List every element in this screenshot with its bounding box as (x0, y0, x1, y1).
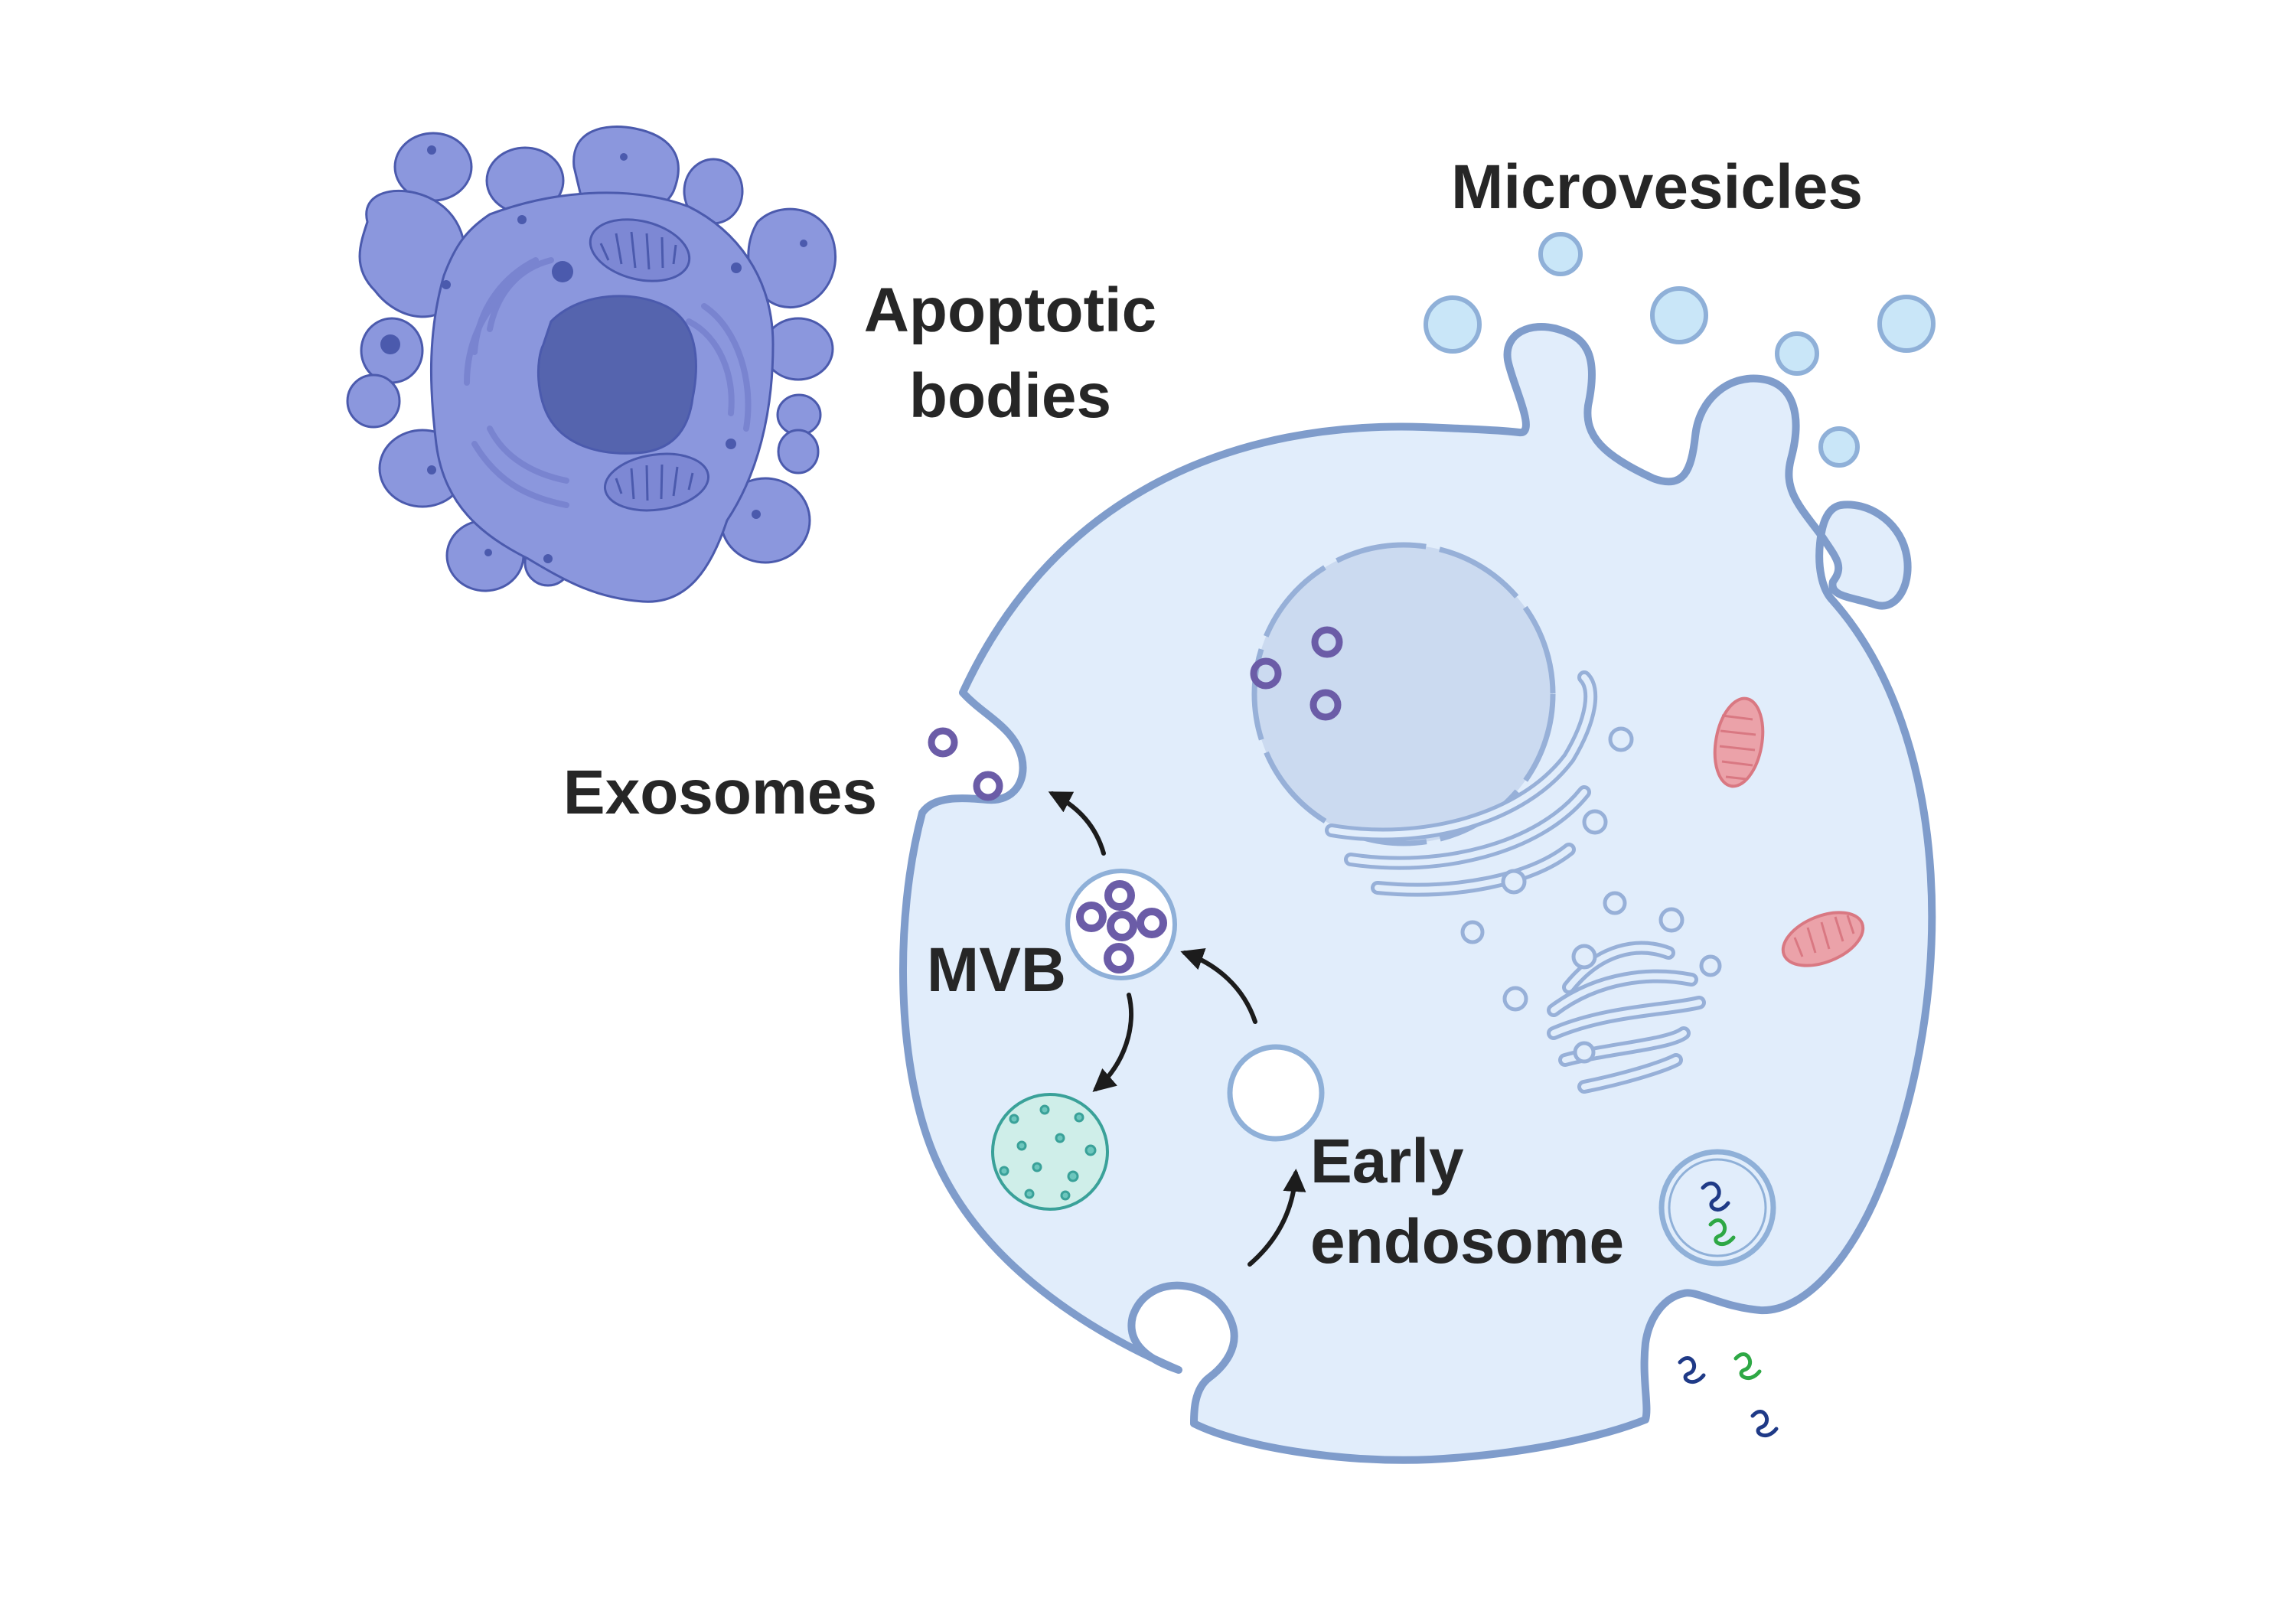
dna-vesicle (1658, 1149, 1776, 1267)
apoptotic-bleb (762, 317, 834, 381)
microvesicle (1424, 295, 1482, 354)
apoptotic-mitochondrion (589, 218, 691, 282)
apoptotic-bleb (776, 393, 822, 436)
microvesicle (1538, 232, 1583, 276)
golgi-vesicle (1571, 944, 1597, 970)
mitochondrion (1781, 911, 1865, 967)
dna-strand (1708, 1218, 1736, 1247)
golgi-vesicle (1699, 954, 1722, 977)
nuclear-vesicle (1311, 626, 1343, 658)
microvesicle (1775, 331, 1819, 376)
arrow-endosome-to-mvb (1180, 947, 1257, 1024)
intraluminal-vesicle (1076, 902, 1107, 932)
exosome-vesicle (973, 771, 1003, 801)
intraluminal-vesicle (1104, 880, 1135, 911)
label-exosomes: Exosomes (563, 758, 877, 827)
er-vesicle (1608, 726, 1634, 752)
golgi-vesicle (1658, 907, 1684, 933)
arrow-invagination-to-endosome (1247, 1169, 1306, 1267)
released-dna (1678, 1352, 1779, 1438)
intraluminal-vesicle (1137, 908, 1167, 938)
golgi-vesicle (1573, 1041, 1596, 1064)
label-early-line1: Early (1310, 1127, 1464, 1196)
nucleus (1250, 542, 1556, 846)
label-mvb: MVB (927, 935, 1066, 1005)
lysosome (991, 1093, 1109, 1211)
intraluminal-vesicle (1107, 911, 1137, 941)
exosome-vesicle (928, 727, 958, 758)
mvb (1065, 869, 1177, 980)
dna-strand (1701, 1181, 1730, 1212)
microvesicle (1818, 426, 1860, 468)
apoptotic-internal (380, 145, 807, 563)
arrow-mvb-to-lysosome (1092, 993, 1133, 1092)
er-vesicle (1582, 809, 1608, 835)
apoptotic-nucleus (537, 295, 697, 455)
pathway-arrows (1048, 791, 1306, 1267)
microvesicle (1877, 295, 1936, 353)
endoplasmic-reticulum-inner (1329, 674, 1594, 893)
golgi-vesicle (1502, 986, 1528, 1012)
label-early-line2: endosome (1310, 1207, 1624, 1277)
golgi-vesicle (1603, 891, 1627, 915)
label-apoptotic-line1: Apoptotic (864, 276, 1157, 345)
arrow-mvb-to-exosomes (1048, 791, 1106, 856)
dna-strand (1750, 1410, 1779, 1438)
exosome-pocket-vesicles (928, 727, 1003, 801)
apoptotic-mitochondrion (603, 452, 710, 512)
label-apoptotic-line2: bodies (909, 361, 1111, 431)
mitochondrion (1713, 696, 1765, 788)
dna-strand (1678, 1356, 1706, 1384)
intraluminal-vesicle (1104, 943, 1134, 973)
label-microvesicles: Microvesicles (1451, 152, 1863, 222)
nuclear-vesicle (1250, 657, 1282, 690)
apoptotic-bleb (777, 429, 820, 474)
er-vesicle (1501, 869, 1527, 895)
er-vesicle (1460, 920, 1485, 944)
dna-strand (1733, 1352, 1762, 1381)
nuclear-vesicle (1309, 689, 1342, 721)
apoptotic-bleb (346, 373, 401, 429)
microvesicles-group (1424, 232, 1936, 468)
microvesicle (1650, 286, 1708, 344)
early-endosome (1227, 1044, 1325, 1142)
